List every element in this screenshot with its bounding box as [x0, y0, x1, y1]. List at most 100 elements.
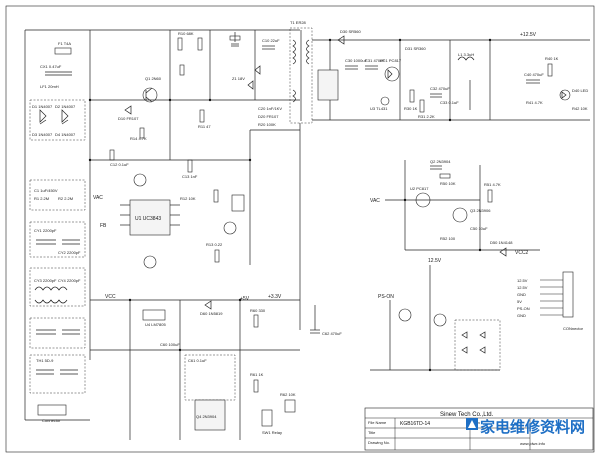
label-r62: R62 10K — [280, 392, 296, 397]
label-r10: R10 68K — [178, 31, 194, 36]
tl431-ref — [380, 96, 390, 106]
label-d31: D31 SR360 — [405, 46, 426, 51]
label-c61: C61 0.1uF — [188, 358, 207, 363]
standby-control-section: VAC VCC2 U2 PC817 Q2 2N3904 R50 10K C50 … — [370, 159, 540, 257]
label-c31: C31 470uF — [365, 58, 385, 63]
label-q3: Q3 2N3906 — [470, 208, 491, 213]
filter-block-4 — [29, 317, 86, 349]
q6-transistor — [433, 313, 447, 327]
label-d10: D10 FR107 — [118, 116, 139, 121]
label-d50: D50 1N4148 — [490, 240, 513, 245]
label-c10: C10 22uF — [262, 38, 280, 43]
label-th1: TH1 5D-9 — [36, 358, 54, 363]
label-c32: C32 470uF — [430, 86, 450, 91]
label-f1: F1 T4A — [58, 41, 71, 46]
pin-4-label: 5V — [517, 299, 522, 304]
label-c62: C62 470uF — [322, 331, 342, 336]
label-r20: R20 100K — [258, 122, 276, 127]
pin-1-label: 12.5V — [517, 278, 528, 283]
label-sw1: SW1 Relay — [262, 430, 282, 435]
label-lf1: LF1 20mH — [40, 84, 59, 89]
net-vac-1: VAC — [93, 195, 103, 201]
net-vac-2: VAC — [370, 198, 380, 204]
output-filter-block — [454, 319, 501, 371]
secondary-ic — [317, 69, 339, 101]
file-name-label: File Name — [368, 420, 387, 425]
junction-dots — [88, 38, 492, 372]
label-c60: C60 100uF — [160, 342, 180, 347]
label-r61: R61 1K — [250, 372, 264, 377]
net-12v5-b: 12.5V — [428, 258, 442, 264]
label-cy2: CY2 2200pF — [58, 250, 81, 255]
bridge-rectifier — [29, 99, 86, 141]
ac-input-connector — [37, 404, 67, 416]
company-name: Sinew Tech Co.,Ltd. — [440, 412, 494, 418]
label-c1: C1 1uF/450V — [34, 188, 58, 193]
q1c-transistor — [143, 255, 157, 269]
label-q2: Q2 2N3904 — [430, 159, 451, 164]
fuse-symbol — [54, 47, 72, 55]
label-u2: U2 PC817 — [410, 186, 429, 191]
right-output-section: +12.5V C40 470uF R40 1K D40 LED R41 4.7K… — [520, 32, 590, 121]
filter-block-5 — [29, 354, 86, 394]
net-fb: FB — [100, 223, 107, 229]
net-vcc2: VCC2 — [515, 250, 529, 256]
label-d3: D3 1N4007 — [32, 132, 53, 137]
label-c50: C50 10uF — [470, 226, 488, 231]
label-d30: D30 SR560 — [340, 29, 361, 34]
input-filter-section: Connector F1 T4A CX1 0.47uF LF1 20mH D1 … — [24, 29, 130, 423]
filter-block-2 — [29, 221, 86, 258]
label-r31: R31 2.2K — [418, 114, 435, 119]
label-u4: U4 LM7805 — [145, 322, 166, 327]
filter-block-1 — [29, 179, 86, 211]
label-cy3: CY3 2200pF — [34, 278, 57, 283]
label-c33: C33 0.1uF — [440, 100, 459, 105]
q2b-transistor — [223, 221, 237, 235]
label-r14: R14 4.7K — [130, 136, 147, 141]
watermark-text: 家电维修资料网 — [480, 418, 585, 436]
label-z1: Z1 18V — [232, 76, 245, 81]
label-t1: T1 ER28 — [290, 20, 307, 25]
label-q1: Q1 2N60 — [145, 76, 162, 81]
regulator-u4 — [142, 309, 166, 321]
label-r51: R51 4.7K — [484, 182, 501, 187]
q2-transistor — [415, 192, 431, 208]
connector-net-label: CONnector — [563, 326, 584, 331]
label-cx1: CX1 0.47uF — [40, 64, 62, 69]
transformer-section: T1 ER28 C20 1nF/1KV D20 FR107 R20 100K — [249, 20, 313, 330]
watermark-url: www.jdwx.info — [520, 441, 546, 446]
label-d40: D40 LED — [572, 88, 588, 93]
label-pc1: PC1 PC817 — [380, 58, 402, 63]
d10-diode — [124, 105, 132, 115]
label-d60: D60 1N5819 — [200, 311, 223, 316]
label-r60: R60 330 — [250, 308, 266, 313]
label-r2: R2 2.2M — [58, 196, 73, 201]
net-vcc: VCC — [105, 294, 116, 300]
label-c30: C30 1000uF — [345, 58, 368, 63]
label-r12: R12 10K — [180, 196, 196, 201]
drawing-no-label: Drawing No. — [368, 440, 390, 445]
label-r50: R50 10K — [440, 181, 456, 186]
label-r42: R42 10K — [572, 106, 588, 111]
label-r11: R11 47 — [198, 124, 211, 129]
net-12v5-out: +12.5V — [520, 32, 537, 38]
label-c12: C12 0.1uF — [110, 162, 129, 167]
net-ps-on: PS-ON — [378, 294, 394, 300]
pwm-controller-ic — [129, 199, 171, 236]
label-r40: R40 1K — [545, 56, 559, 61]
label-r52: R52 100 — [440, 236, 456, 241]
secondary-section: D30 SR560 C30 1000uF C31 470uF L1 3.3uH … — [312, 29, 520, 121]
primary-section: U1 UC3843 Q1 2N60 R10 68K C10 22u — [90, 29, 300, 269]
file-name-value: KGB16TD-14 — [400, 421, 430, 427]
label-d20: D20 FR107 — [258, 114, 279, 119]
l1-inductor — [457, 56, 475, 61]
q1-transistor — [142, 87, 158, 103]
filter-block-3 — [29, 267, 86, 307]
label-r41: R41 4.7K — [526, 100, 543, 105]
label-cy4: CY4 2200pF — [58, 278, 81, 283]
output-led — [559, 89, 571, 101]
lower-right-section: 12.5V PS-ON 12.5V 12.5V GND 5V PS-ON GND… — [240, 258, 584, 371]
sheet-border — [5, 5, 595, 453]
lower-middle-section: VCC +3.3V U4 LM7805 C60 100uF C61 0.1uF … — [90, 294, 342, 440]
